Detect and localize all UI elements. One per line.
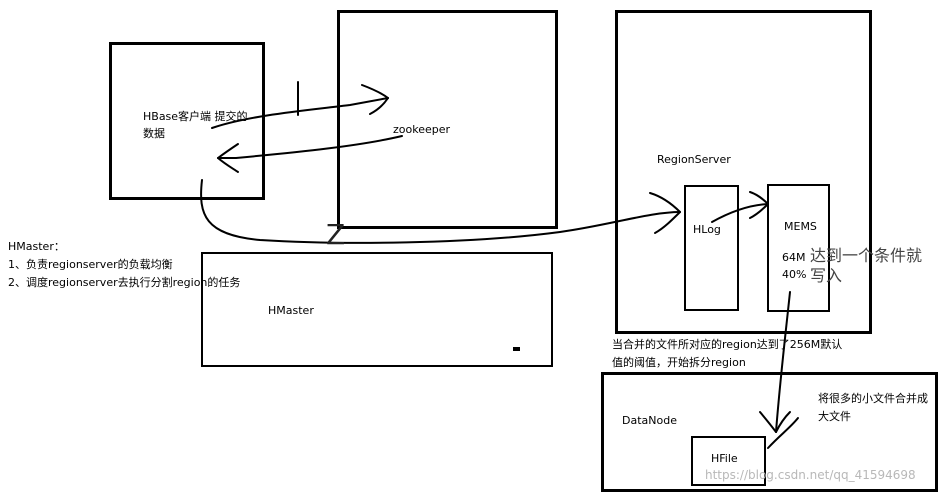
z-mark: Z [326, 218, 346, 251]
zookeeper-box [337, 10, 558, 229]
regionserver-label: RegionServer [657, 153, 731, 166]
hbase-client-box [109, 42, 265, 200]
hmaster-note-duty1: 1、负责regionserver的负载均衡 [8, 258, 173, 271]
hmaster-note-title: HMaster： [8, 240, 65, 253]
watermark-text: https://blog.csdn.net/qq_41594698 [705, 468, 916, 482]
handwritten-condition-line1: 达到一个条件就 [810, 246, 923, 265]
hfile-label: HFile [711, 452, 738, 465]
hfile-box [691, 436, 766, 486]
mems-label: MEMS [784, 220, 817, 233]
hlog-box [684, 185, 739, 311]
hmaster-dash-mark [513, 347, 520, 351]
hmaster-note-duty2: 2、调度regionserver去执行分割region的任务 [8, 276, 241, 289]
split-note-line1: 当合并的文件所对应的region达到了256M默认 [612, 338, 843, 351]
mems-percent: 40% [782, 268, 807, 281]
regionserver-box [615, 10, 872, 334]
hlog-label: HLog [693, 223, 721, 236]
merge-note-line1: 将很多的小文件合并成 [818, 392, 928, 405]
mems-box [767, 184, 830, 312]
datanode-label: DataNode [622, 414, 677, 427]
handwritten-condition-line2: 写入 [810, 266, 843, 285]
zookeeper-label: zookeeper [393, 123, 451, 136]
datanode-box [601, 372, 938, 492]
hmaster-label: HMaster [268, 304, 314, 317]
split-note-line2: 值的阈值，开始拆分region [612, 356, 746, 369]
hmaster-box [201, 252, 553, 367]
client-label-line1: HBase客户端 提交的 [143, 110, 248, 123]
client-label-line2: 数据 [143, 127, 165, 140]
merge-note-line2: 大文件 [818, 410, 851, 423]
mems-size: 64M [782, 251, 806, 264]
